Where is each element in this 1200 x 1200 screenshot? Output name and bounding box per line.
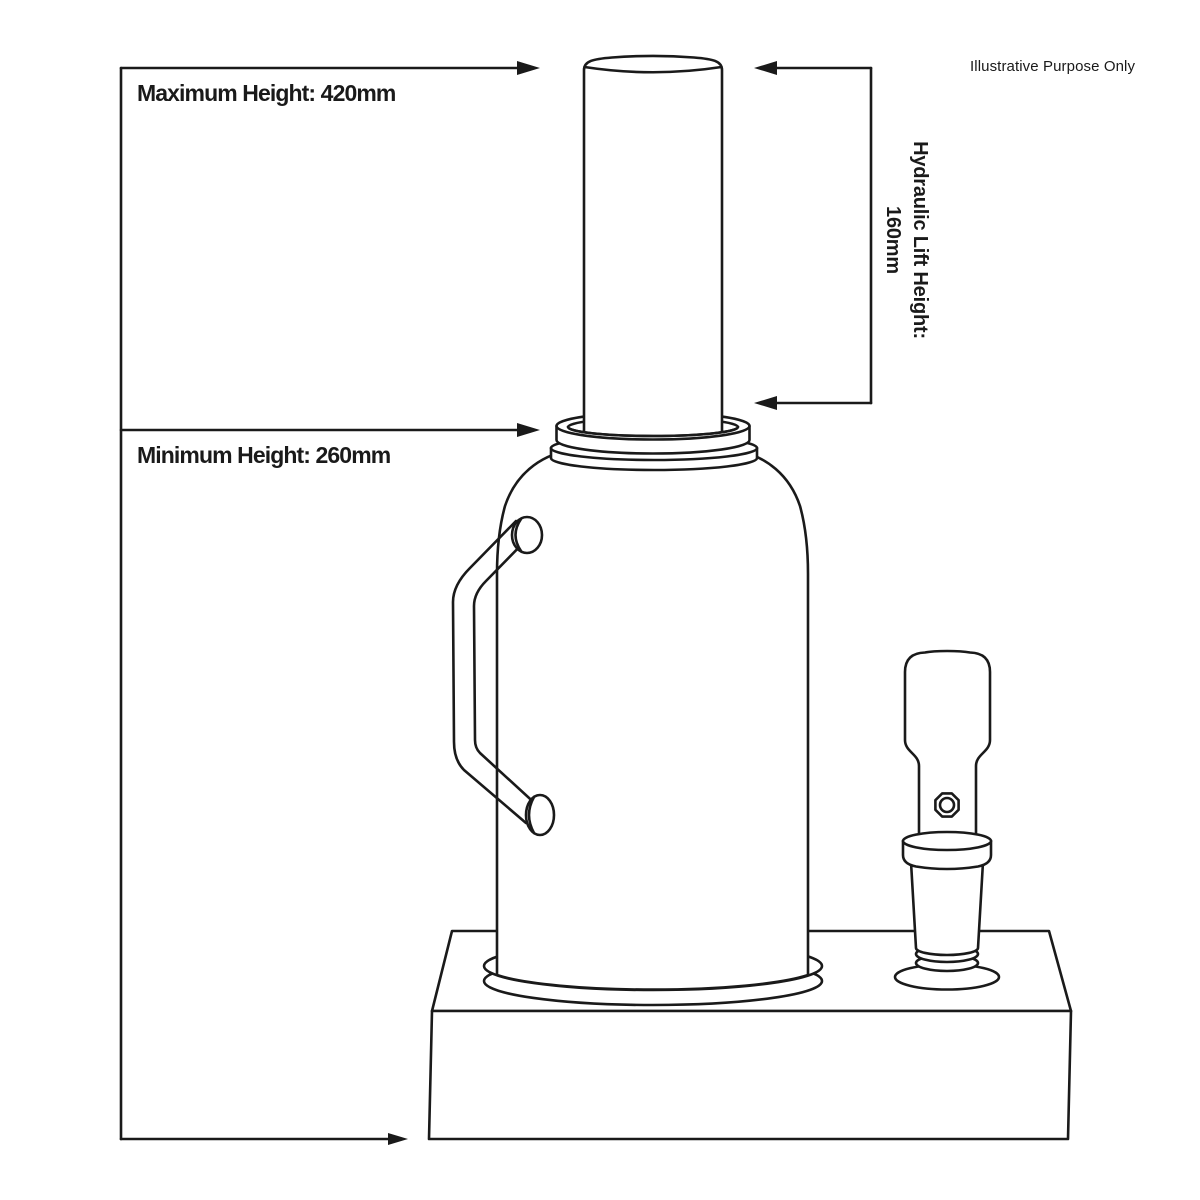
ram-cap-line: [583, 65, 723, 74]
ram-outline: [582, 54, 724, 433]
collar-inner-front-arc: [566, 425, 740, 438]
lift-height-label-line1: Hydraulic Lift Height:: [909, 141, 931, 339]
plunger-body: [909, 860, 985, 957]
lift-height-label-line2: 160mm: [882, 206, 904, 274]
arrowhead-base: [388, 1133, 408, 1145]
illustrative-note: Illustrative Purpose Only: [970, 58, 1136, 75]
ram-fill: [584, 56, 722, 431]
plunger-collar-top: [901, 830, 993, 852]
arrowhead-max: [517, 61, 540, 75]
handle-top-knob-seam: [514, 517, 523, 553]
lift-height-label: Hydraulic Lift Height: 160mm: [877, 120, 933, 360]
handle-bottom-knob: [524, 793, 556, 837]
min-height-label: Minimum Height: 260mm: [137, 442, 391, 468]
handle-top-knob: [510, 515, 544, 555]
arrowhead-lift-top: [754, 61, 777, 75]
plunger-shaft-knob: [903, 649, 992, 842]
handle-outer-edge: [451, 519, 528, 825]
release-valve-nut-hole: [938, 796, 956, 814]
arrowhead-min: [517, 423, 540, 437]
base-front-face: [427, 1009, 1073, 1141]
bottle-body: [495, 448, 810, 991]
handle-inner-edge: [472, 534, 542, 810]
arrowhead-lift-bottom: [754, 396, 777, 410]
handle-bottom-knob-seam: [527, 795, 536, 835]
max-height-label: Maximum Height: 420mm: [137, 80, 396, 106]
